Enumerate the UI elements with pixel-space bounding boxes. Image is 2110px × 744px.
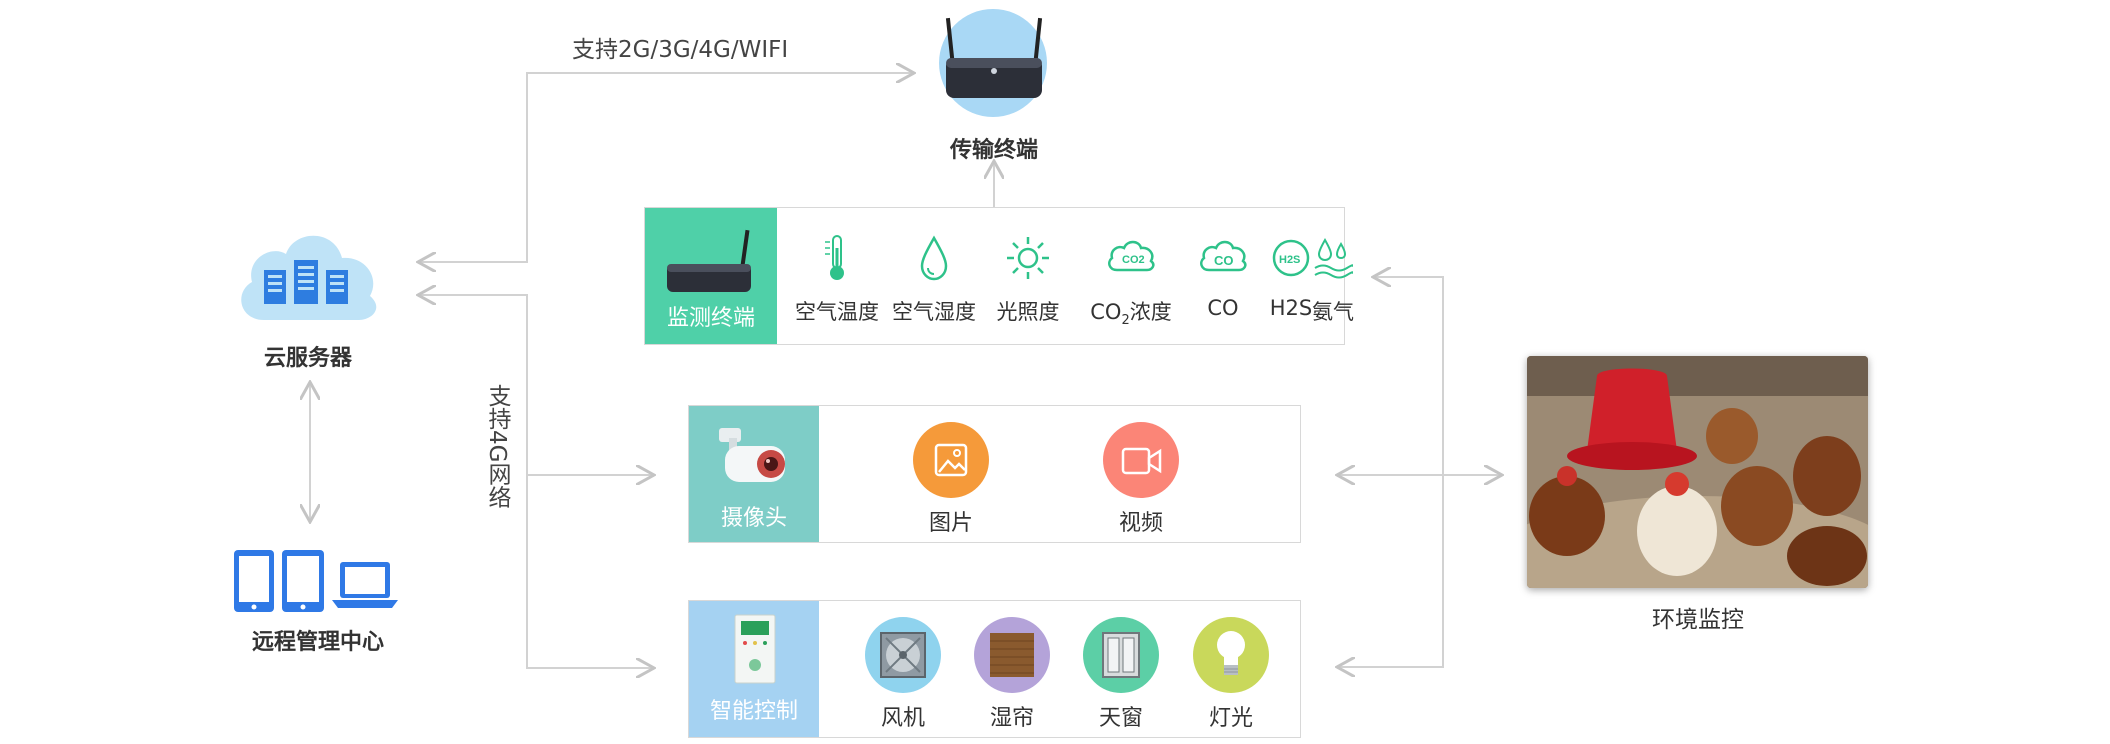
light-label: 灯光 xyxy=(1208,706,1253,731)
skylight-label: 天窗 xyxy=(1098,706,1143,731)
arrow-to-monitor xyxy=(1375,277,1444,475)
co-cloud-icon: CO xyxy=(1200,240,1247,272)
sensor-h2s: H2S H2S xyxy=(1259,208,1323,344)
sensor-label-co2: CO2浓度 xyxy=(1090,300,1172,329)
smart-control-panel: 智能控制 风机 湿帘 天窗 xyxy=(688,600,1301,738)
co2-icon-text: CO2 xyxy=(1122,254,1145,266)
smart-control-head: 智能控制 xyxy=(689,601,819,737)
sensor-air-humidity: 空气湿度 xyxy=(886,208,982,344)
monitor-terminal-title: 监测终端 xyxy=(666,306,755,331)
skylight-item xyxy=(1083,617,1159,693)
sensor-label: 空气温度 xyxy=(795,300,879,324)
light-item xyxy=(1193,617,1269,693)
sensor-air-temp: 空气温度 xyxy=(789,208,885,344)
co2-cloud-icon: CO2 xyxy=(1108,240,1155,272)
env-monitor-photo xyxy=(1527,356,1868,588)
devices-icon xyxy=(234,550,398,612)
camera-panel: 摄像头 图片 视频 xyxy=(688,405,1301,543)
video-icon xyxy=(1121,447,1162,475)
router-icon xyxy=(939,9,1047,117)
monitor-terminal-head: 监测终端 xyxy=(645,208,777,344)
wet-curtain-icon xyxy=(990,633,1034,677)
cloud-server-label: 云服务器 xyxy=(263,346,352,371)
camera-head: 摄像头 xyxy=(689,406,819,542)
sun-icon xyxy=(1007,237,1049,279)
sensor-label: 空气湿度 xyxy=(892,300,976,324)
wireless-support-label: 支持2G/3G/4G/WIFI xyxy=(572,37,789,63)
chicken-photo xyxy=(1527,356,1868,588)
sensor-co2: CO2 CO2浓度 xyxy=(1075,208,1187,344)
picture-label: 图片 xyxy=(928,511,973,536)
sensor-label: 氨气 xyxy=(1312,300,1354,324)
sensor-label: 光照度 xyxy=(996,300,1060,324)
fan-icon xyxy=(880,632,926,678)
image-icon xyxy=(934,443,968,477)
camera-icon xyxy=(719,428,785,482)
video-label: 视频 xyxy=(1118,511,1163,536)
skylight-icon xyxy=(1102,632,1140,678)
lightbulb-icon xyxy=(1217,631,1245,675)
water-drop-icon xyxy=(920,235,948,281)
thermometer-icon xyxy=(825,235,844,280)
sensor-illuminance: 光照度 xyxy=(980,208,1076,344)
sensor-ammonia: 氨气 xyxy=(1312,208,1354,344)
cloud-server-icon xyxy=(241,235,377,320)
fan-item xyxy=(865,617,941,693)
fan-label: 风机 xyxy=(880,706,925,731)
remote-devices xyxy=(232,548,402,614)
arrow-to-control xyxy=(1339,475,1444,667)
h2s-icon-text: H2S xyxy=(1279,254,1300,266)
co-icon-text: CO xyxy=(1214,253,1234,268)
cloud-server xyxy=(234,220,384,325)
remote-center-label: 远程管理中心 xyxy=(251,630,384,655)
env-monitor-label: 环境监控 xyxy=(1652,607,1744,633)
video-item xyxy=(1103,422,1179,498)
wet-curtain-item xyxy=(974,617,1050,693)
camera-title: 摄像头 xyxy=(720,506,787,531)
transmission-terminal-label: 传输终端 xyxy=(949,138,1038,163)
monitor-router-icon xyxy=(667,229,751,292)
sensor-co: CO CO xyxy=(1187,208,1259,344)
control-cabinet-icon xyxy=(734,614,776,684)
net-branch-vertical xyxy=(420,294,652,668)
net-support-label: 支持4G网络 xyxy=(484,384,510,509)
sensor-label: H2S xyxy=(1269,296,1313,320)
ammonia-icon xyxy=(1314,237,1353,279)
picture-item xyxy=(913,422,989,498)
smart-control-title: 智能控制 xyxy=(709,699,798,724)
sensor-label: CO xyxy=(1207,296,1239,320)
wet-curtain-label: 湿帘 xyxy=(989,706,1034,731)
h2s-icon: H2S xyxy=(1272,239,1310,277)
monitor-terminal-panel: 监测终端 空气温度 空气湿度 光照度 xyxy=(644,207,1354,345)
transmission-terminal xyxy=(938,8,1048,118)
